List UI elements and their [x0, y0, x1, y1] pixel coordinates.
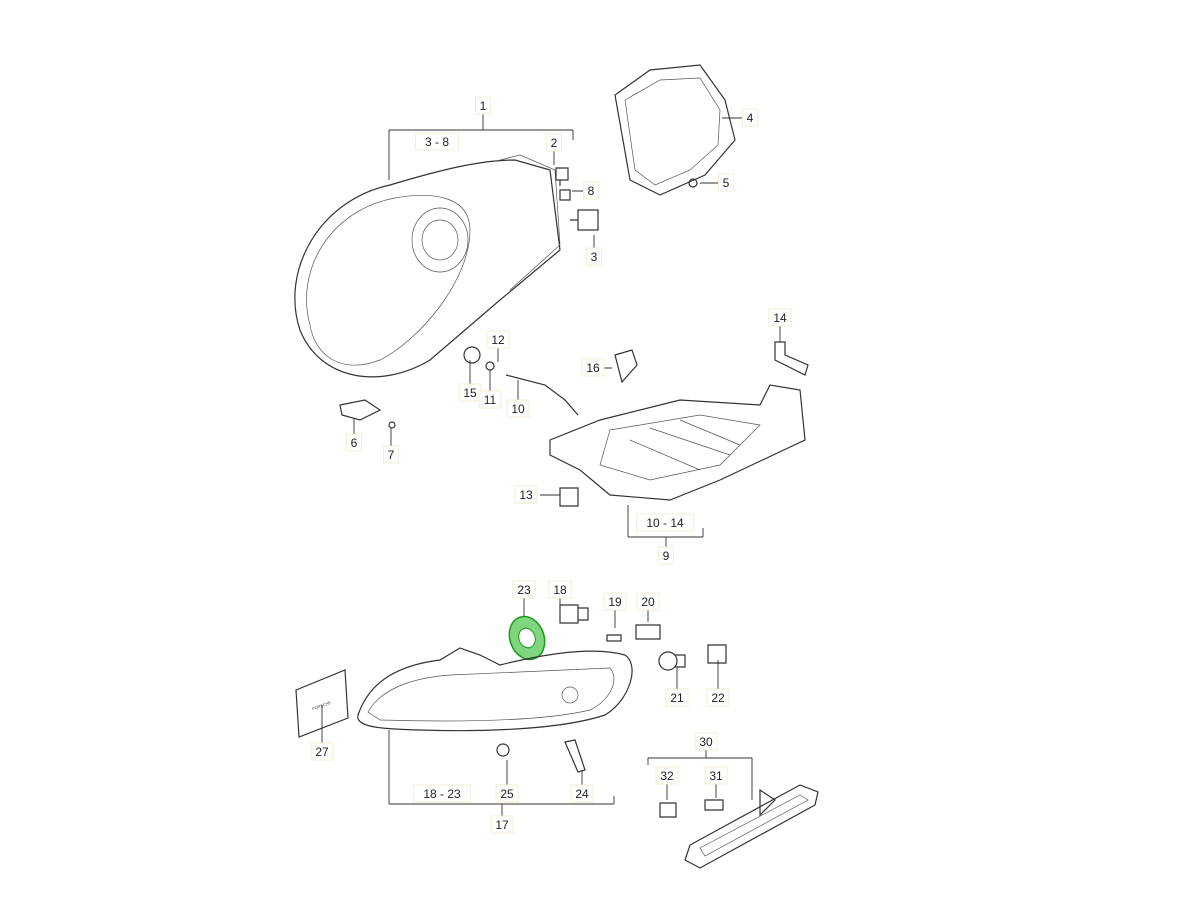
headlight-housing-1 [294, 154, 561, 378]
callout-12: 12 [491, 333, 505, 347]
bulb-19 [606, 634, 622, 642]
bulb-2 [555, 167, 569, 186]
callout-box-12 [486, 330, 510, 349]
seal-23-highlighted [508, 615, 546, 661]
callout-10-14: 10 - 14 [646, 516, 684, 530]
callout-20: 20 [641, 595, 655, 609]
callout-11: 11 [484, 393, 497, 407]
side-marker-30 [684, 784, 819, 869]
bulb-holder-8 [559, 189, 571, 201]
callout-box-11 [478, 390, 502, 409]
bracket-14 [774, 341, 809, 376]
screw-5 [688, 178, 698, 188]
callout-box-2 [546, 133, 562, 152]
callout-17: 17 [495, 818, 509, 832]
callout-box-21 [665, 688, 689, 707]
callout-31: 31 [709, 769, 723, 783]
callout-23: 23 [517, 583, 531, 597]
socket-32 [659, 802, 677, 818]
headlight-housing-17 [357, 647, 633, 732]
screw-7 [388, 421, 396, 429]
callout-box-17 [490, 815, 514, 834]
callout-13: 13 [519, 488, 533, 502]
callout-6: 6 [351, 436, 358, 450]
bulb-3 [570, 209, 599, 231]
callout-box-6 [346, 433, 362, 452]
callout-box-31 [704, 766, 728, 785]
tray-9 [549, 384, 806, 501]
callout-labels: 1 3 - 8 2 8 3 4 5 12 14 16 15 11 10 6 7 13 10 - 14 9 23 18 1… [310, 96, 792, 834]
bulb-31 [704, 799, 724, 811]
callout-box-8 [583, 181, 599, 200]
callout-box-16 [581, 358, 605, 377]
callout-box-22 [706, 688, 730, 707]
callout-box-14 [768, 308, 792, 327]
callout-7: 7 [388, 448, 395, 462]
callout-box-4 [742, 108, 758, 127]
callout-21: 21 [670, 691, 684, 705]
callout-24: 24 [575, 787, 589, 801]
callout-10: 10 [511, 402, 525, 416]
part-11 [485, 361, 495, 371]
callout-box-1 [475, 96, 491, 115]
callout-box-25 [495, 784, 519, 803]
callout-3-8: 3 - 8 [425, 135, 449, 149]
callout-box-24 [570, 784, 594, 803]
bulb-20 [635, 624, 661, 640]
bulb-18 [559, 604, 589, 624]
socket-22 [707, 644, 727, 664]
cap-13 [559, 487, 579, 507]
callout-19: 19 [608, 595, 622, 609]
callout-8: 8 [588, 184, 595, 198]
callout-27: 27 [315, 745, 329, 759]
callout-2: 2 [551, 136, 558, 150]
callout-box-18-23 [413, 784, 471, 803]
callout-box-30 [694, 732, 718, 751]
module-6 [339, 399, 382, 421]
callout-box-10 [506, 399, 530, 418]
bulb-21 [658, 651, 686, 671]
plate-logo-text: PORSCHE [311, 700, 332, 712]
callout-9: 9 [663, 549, 670, 563]
callout-30: 30 [699, 735, 713, 749]
plate-27: PORSCHE [295, 669, 349, 738]
callout-box-5 [718, 173, 734, 192]
callout-box-20 [636, 592, 660, 611]
callout-25: 25 [500, 787, 514, 801]
connector-24 [564, 739, 586, 773]
callout-14: 14 [773, 311, 787, 325]
callout-18: 18 [553, 583, 567, 597]
callout-box-23 [512, 580, 536, 599]
callout-32: 32 [660, 769, 674, 783]
callout-5: 5 [723, 176, 730, 190]
callout-box-32 [655, 766, 679, 785]
callout-box-9 [658, 546, 674, 565]
leader-lines [321, 114, 781, 817]
grommet-25 [496, 743, 510, 757]
callout-box-7 [383, 445, 399, 464]
callout-22: 22 [711, 691, 725, 705]
callout-box-19 [603, 592, 627, 611]
callout-box-13 [514, 485, 538, 504]
callout-4: 4 [747, 111, 754, 125]
callout-box-3-8 [415, 132, 459, 151]
bracket-16 [614, 349, 638, 384]
rod-10 [505, 374, 579, 416]
callout-16: 16 [586, 361, 600, 375]
callout-3: 3 [591, 250, 598, 264]
callout-box-27 [310, 742, 334, 761]
callout-box-3 [586, 247, 602, 266]
callout-1: 1 [480, 99, 487, 113]
grommet-15 [463, 346, 481, 364]
callout-box-18 [548, 580, 572, 599]
callout-box-10-14 [636, 513, 694, 532]
cover-4 [614, 64, 736, 196]
callout-18-23: 18 - 23 [423, 787, 461, 801]
callout-15: 15 [463, 386, 477, 400]
